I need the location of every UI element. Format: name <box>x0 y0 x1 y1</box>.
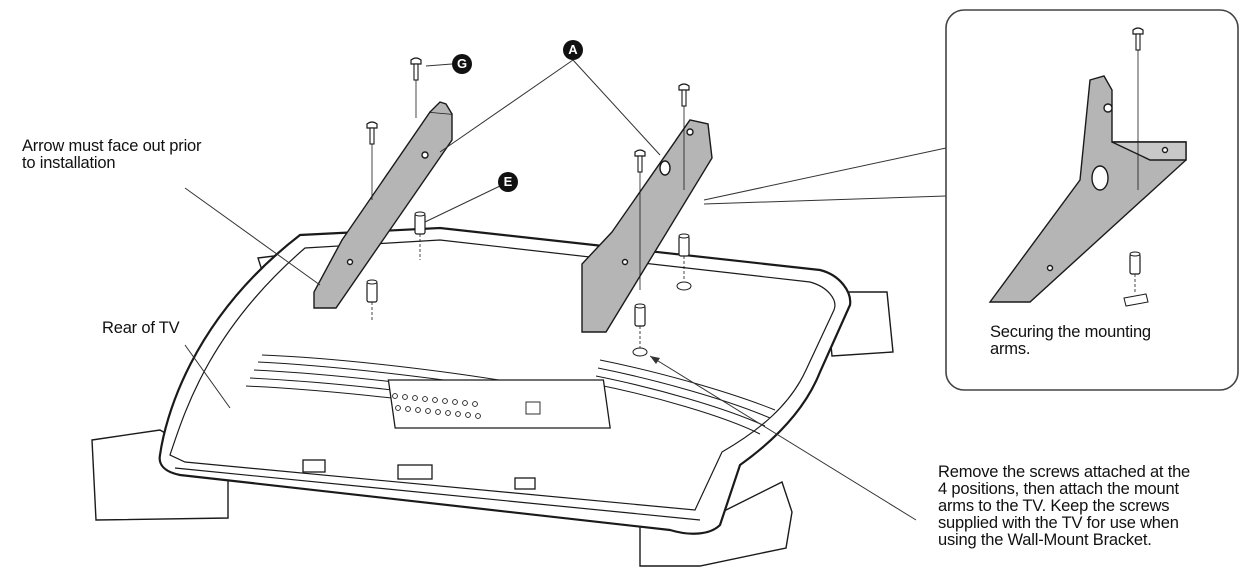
callout-g-badge: G <box>452 54 472 74</box>
screw-left-top <box>410 57 422 81</box>
callout-e-badge: E <box>498 172 518 192</box>
detail-spacer <box>1129 251 1141 275</box>
callout-a-badge: A <box>563 40 583 60</box>
detail-arm-illustration <box>988 75 1187 303</box>
tv-rear <box>158 226 852 535</box>
detail-caption: Securing the mounting arms. <box>990 323 1151 358</box>
screw-left-side <box>366 121 378 145</box>
screw-right-side <box>634 149 646 173</box>
remove-screws-note: Remove the screws attached at the 4 posi… <box>938 464 1191 549</box>
mounting-arm-left <box>313 101 453 309</box>
arrow-note-label: Arrow must face out prior to installatio… <box>22 137 202 172</box>
leader-lines <box>184 59 947 521</box>
screw-right-top <box>678 83 690 107</box>
rear-of-tv-label: Rear of TV <box>102 319 180 337</box>
